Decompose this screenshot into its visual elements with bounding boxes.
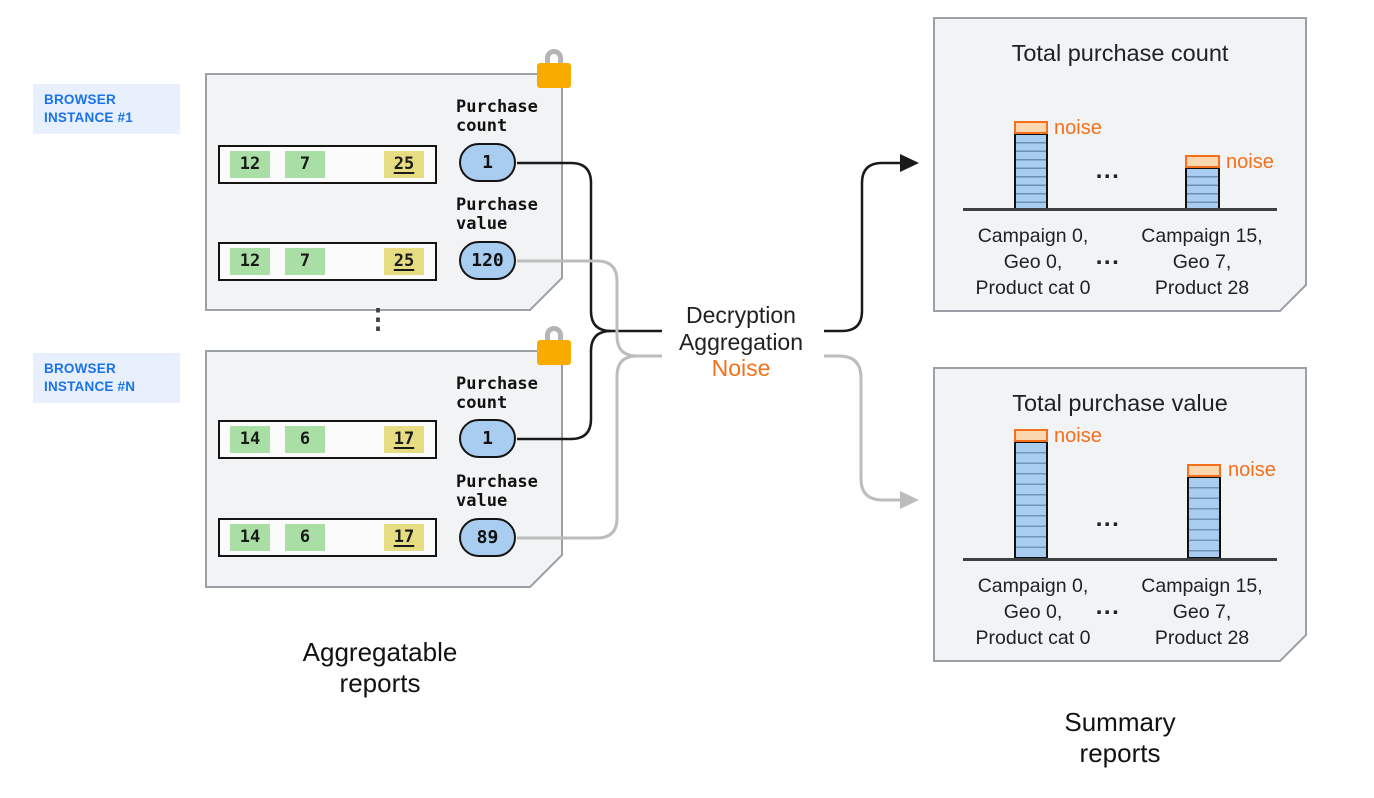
label-line: Campaign 0, [977, 575, 1089, 597]
histogram-vector-row: 12 7 25 [218, 145, 437, 184]
purchase-count-value-pill: 1 [459, 143, 516, 182]
bar-label-group: Campaign 0, Geo 0, Product cat 0 [948, 223, 1118, 301]
x-axis [963, 558, 1277, 561]
chart-title-value: Total purchase value [1012, 390, 1228, 416]
labels-ellipsis: ... [1095, 593, 1121, 620]
bucket-cell-highlighted: 17 [384, 524, 424, 551]
caption-line: Summary [1064, 707, 1176, 737]
bar-label-group: Campaign 0, Geo 0, Product cat 0 [948, 573, 1118, 651]
lock-body-icon [537, 340, 571, 365]
arrowhead-value-icon [900, 491, 919, 509]
bar-value-1 [1014, 441, 1048, 559]
noise-annotation: noise [1226, 151, 1274, 173]
badge-line: BROWSER [44, 361, 116, 376]
bars-ellipsis: ... [1095, 505, 1121, 532]
noise-cap-icon [1185, 155, 1220, 168]
x-axis [963, 208, 1277, 211]
label-line: Campaign 15, [1141, 225, 1263, 247]
badge-line: BROWSER [44, 92, 116, 107]
label-line: Geo 0, [1003, 601, 1063, 623]
arrowhead-count-icon [900, 154, 919, 172]
labels-ellipsis: ... [1095, 243, 1121, 270]
noise-label: Noise [711, 355, 771, 381]
bucket-cell-highlighted: 25 [384, 248, 424, 275]
bar-label-group: Campaign 15, Geo 7, Product 28 [1117, 223, 1287, 301]
lock-shackle-icon [545, 49, 563, 66]
purchase-value-label: Purchase value [456, 196, 538, 234]
purchase-value-value-pill: 120 [459, 241, 516, 280]
badge-line: INSTANCE #N [44, 379, 136, 394]
label-line: value [456, 491, 508, 511]
label-line: Purchase [456, 97, 538, 117]
process-step-label: Decryption Aggregation Noise [650, 302, 832, 382]
label-line: Product 28 [1154, 277, 1250, 299]
purchase-count-label: Purchase count [456, 98, 538, 136]
browser-instance-n-badge: BROWSER INSTANCE #N [33, 353, 180, 403]
bucket-cell: 6 [285, 426, 325, 453]
caption-line: Aggregatable [302, 637, 458, 667]
bucket-cell-highlighted: 17 [384, 426, 424, 453]
label-line: count [456, 116, 508, 136]
label-line: Purchase [456, 195, 538, 215]
bucket-cell: 14 [230, 426, 270, 453]
caption-line: reports [1079, 738, 1161, 768]
bar-value-2 [1187, 476, 1221, 559]
bucket-cell: 7 [285, 248, 325, 275]
badge-line: INSTANCE #1 [44, 110, 133, 125]
purchase-value-label: Purchase value [456, 473, 538, 511]
browser-instance-1-badge: BROWSER INSTANCE #1 [33, 84, 180, 134]
label-line: Purchase [456, 472, 538, 492]
count-flow-lines [517, 161, 901, 441]
lock-icon [537, 49, 571, 88]
bucket-cell: 12 [230, 248, 270, 275]
purchase-count-label: Purchase count [456, 375, 538, 413]
label-line: Geo 7, [1172, 601, 1232, 623]
label-line: Campaign 15, [1141, 575, 1263, 597]
histogram-vector-row: 14 6 17 [218, 420, 437, 459]
chart-title-count: Total purchase count [1011, 40, 1229, 66]
aggregatable-reports-caption: Aggregatable reports [255, 637, 505, 699]
label-line: value [456, 214, 508, 234]
label-line: Product cat 0 [975, 627, 1091, 649]
label-line: Geo 7, [1172, 251, 1232, 273]
bar-count-2 [1185, 167, 1220, 210]
bucket-cell: 7 [285, 151, 325, 178]
lock-icon [537, 326, 571, 365]
label-line: Product cat 0 [975, 277, 1091, 299]
bucket-cell-highlighted: 25 [384, 151, 424, 178]
aggregation-label: Aggregation [678, 328, 804, 355]
bucket-cell: 14 [230, 524, 270, 551]
label-line: count [456, 393, 508, 413]
bars-ellipsis: ... [1095, 157, 1121, 184]
noise-cap-icon [1014, 429, 1048, 442]
more-instances-ellipsis: ⋮ [364, 304, 392, 334]
label-line: Product 28 [1154, 627, 1250, 649]
bar-count-1 [1014, 133, 1048, 210]
bar-label-group: Campaign 15, Geo 7, Product 28 [1117, 573, 1287, 651]
noise-annotation: noise [1054, 425, 1102, 447]
noise-annotation: noise [1228, 459, 1276, 481]
noise-annotation: noise [1054, 117, 1102, 139]
label-line: Purchase [456, 374, 538, 394]
decryption-label: Decryption [686, 302, 796, 328]
label-line: Geo 0, [1003, 251, 1063, 273]
summary-report-card-count [933, 17, 1307, 312]
bucket-cell: 12 [230, 151, 270, 178]
caption-line: reports [339, 668, 421, 698]
noise-cap-icon [1014, 121, 1048, 134]
noise-cap-icon [1187, 464, 1221, 477]
lock-body-icon [537, 63, 571, 88]
purchase-value-value-pill: 89 [459, 518, 516, 557]
histogram-vector-row: 14 6 17 [218, 518, 437, 557]
purchase-count-value-pill: 1 [459, 419, 516, 458]
summary-reports-caption: Summary reports [995, 707, 1245, 769]
histogram-vector-row: 12 7 25 [218, 242, 437, 281]
bucket-cell: 6 [285, 524, 325, 551]
label-line: Campaign 0, [977, 225, 1089, 247]
